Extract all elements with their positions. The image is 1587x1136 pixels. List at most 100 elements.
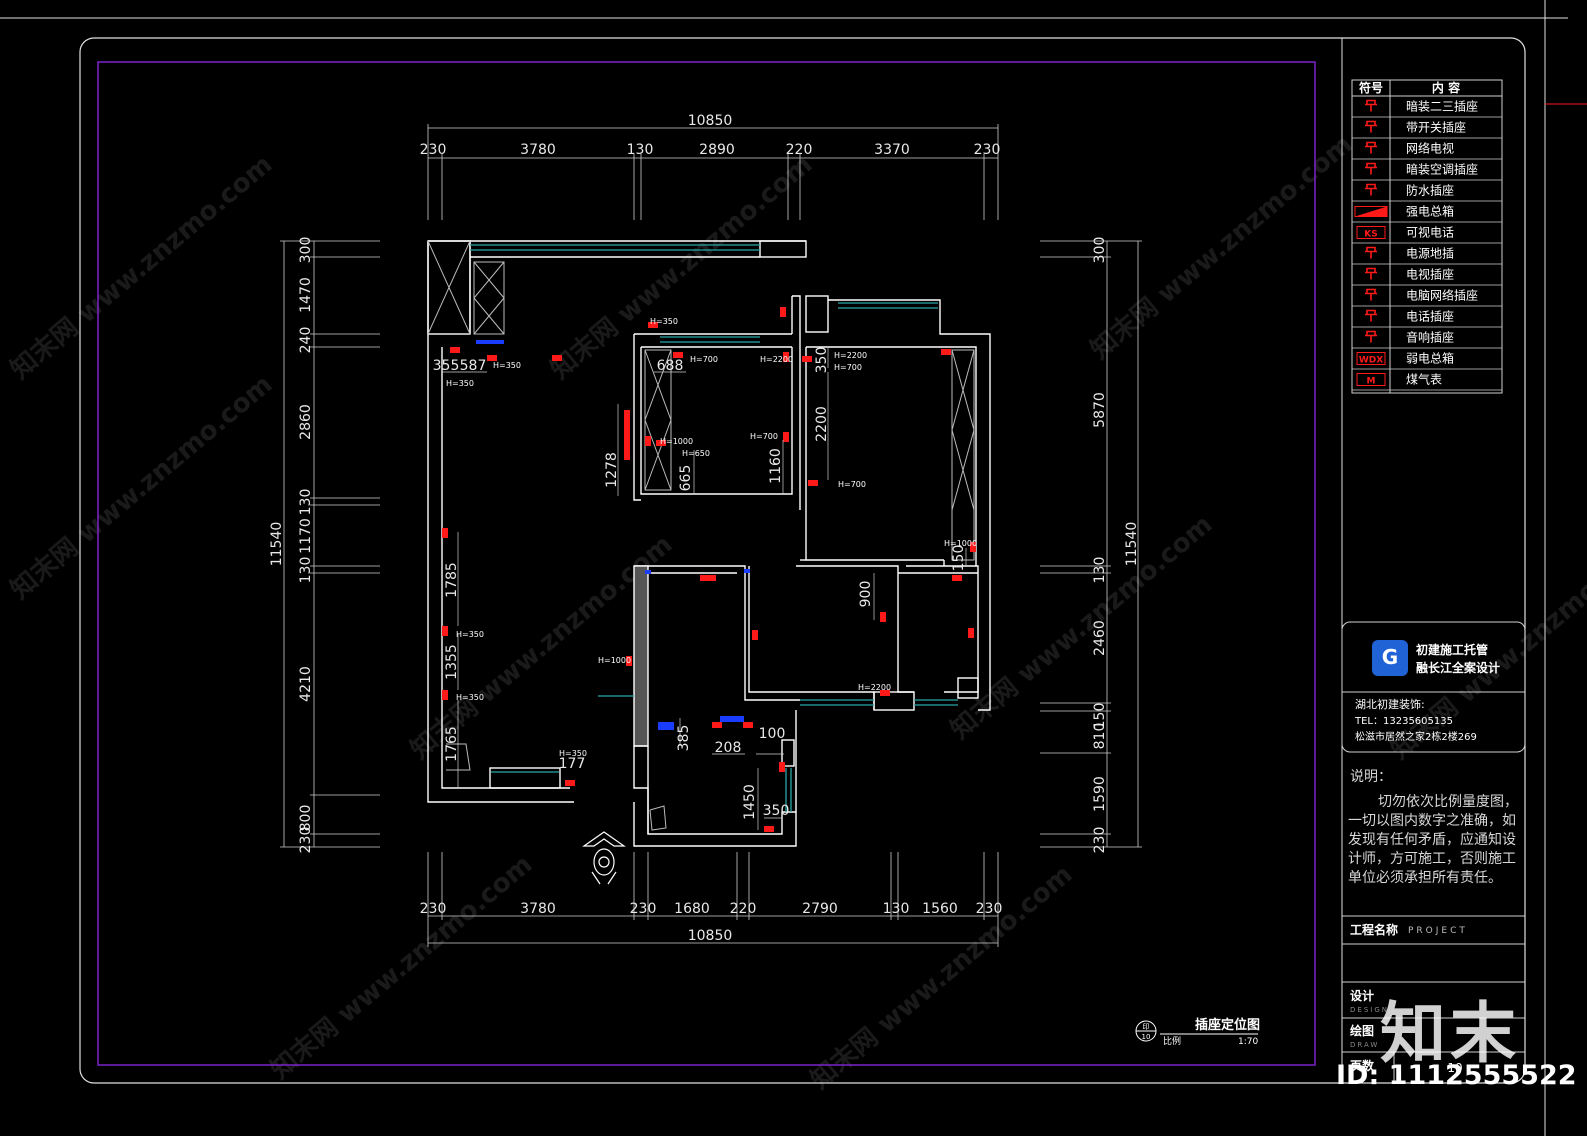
socket-height-label: H=700 (690, 355, 718, 364)
legend-row: 暗装空调插座 (1352, 162, 1502, 181)
legend-label: 弱电总箱 (1406, 351, 1454, 366)
dimension-label: 150 (1092, 703, 1108, 730)
socket-height-label: H=700 (750, 432, 778, 441)
dimension-label: 230 (420, 901, 447, 917)
legend-label: 带开关插座 (1406, 120, 1466, 135)
bottom-segment-labels: 230 3780 230 1680 220 2790 130 1560 230 (420, 901, 1003, 917)
legend-row: 带开关插座 (1352, 120, 1502, 139)
dimension-label: 230 (630, 901, 657, 917)
socket-icon (780, 307, 786, 317)
legend-row: 网络电视 (1352, 141, 1502, 160)
dimension-label: 385 (676, 725, 692, 752)
dimension-label: 1590 (1092, 776, 1108, 812)
socket-height-label: H=350 (456, 693, 484, 702)
dimension-label: 2790 (802, 901, 838, 917)
image-id-label: ID: 1112555522 (1336, 1060, 1577, 1091)
legend-header-symbol: 符号 (1359, 80, 1383, 95)
socket-height-label: H=700 (838, 480, 866, 489)
watermark-text: 知末网 www.znzmo.com (545, 149, 818, 385)
socket-height-label: H=1000 (660, 437, 693, 446)
socket-icon (808, 480, 818, 486)
dimension-label: 208 (715, 740, 742, 756)
dimension-label: 1765 (444, 726, 460, 762)
phone-outlet-icon (1365, 309, 1377, 322)
dimension-label: 350 (814, 347, 830, 374)
watermark-text: 知末网 www.znzmo.com (5, 369, 278, 605)
project-en-label: PROJECT (1408, 926, 1468, 936)
watermark-text: 知末网 www.znzmo.com (805, 859, 1078, 1095)
socket-icon (783, 352, 789, 362)
note-line: 切勿依次比例量度图， (1378, 794, 1518, 810)
interior-dimension-labels: 355 587 688 1278 665 1160 350 2200 900 1… (433, 347, 967, 820)
note-line: 单位必须承担所有责任。 (1348, 870, 1502, 886)
dimension-label: 1170 (298, 518, 314, 554)
inner-frame (97, 61, 1316, 1066)
logo-line-2: 融长江全案设计 (1416, 660, 1500, 675)
socket-icon (752, 630, 758, 640)
video-phone-icon: KS (1356, 226, 1386, 240)
brand-watermark: 知末 (1380, 994, 1520, 1072)
dimension-label: 2200 (814, 406, 830, 442)
dimension-label: 130 (883, 901, 910, 917)
socket-height-label: H=1000 (944, 539, 977, 548)
dimension-label: 355 (433, 358, 460, 374)
note-line: 计师，方可施工，否则施工 (1348, 851, 1516, 867)
socket-icon (880, 612, 886, 622)
socket-icon (450, 347, 460, 353)
legend-row: 暗装二三插座 (1352, 99, 1502, 118)
socket-icon (764, 826, 774, 832)
socket-height-label: H=350 (650, 317, 678, 326)
title-block: G 初建施工托管 融长江全案设计 湖北初建装饰: TEL：13235605135… (1341, 621, 1526, 1083)
right-dimension-chain (1040, 240, 1142, 848)
dimension-label: 587 (460, 358, 487, 374)
socket-icon (880, 690, 890, 696)
watermark-layer: 知末网 www.znzmo.com 知末网 www.znzmo.com 知末网 … (5, 129, 1587, 1095)
socket-icon (442, 690, 448, 700)
socket-markers (442, 307, 976, 832)
scale-label: 比例 (1163, 1035, 1181, 1047)
dimension-label: 220 (730, 901, 757, 917)
top-segment-labels: 230 3780 130 2890 220 3370 230 (420, 142, 1001, 158)
socket-icon (487, 355, 497, 361)
note-line: 一切以图内数字之准确，如 (1348, 813, 1516, 829)
socket-icon (645, 436, 651, 446)
socket-height-label: H=350 (559, 749, 587, 758)
dimension-label: 665 (678, 465, 694, 492)
watermark-text: 知末网 www.znzmo.com (5, 149, 278, 385)
audio-outlet-icon (1365, 330, 1377, 343)
note-title: 说明： (1350, 769, 1392, 785)
dimension-label: 2460 (1092, 620, 1108, 656)
power-box-icon (1354, 206, 1388, 217)
dimension-label: 810 (1092, 723, 1108, 750)
project-label: 工程名称 (1350, 922, 1398, 937)
dimension-label: 350 (763, 803, 790, 819)
socket-icon (779, 762, 785, 772)
blue-accents (476, 340, 750, 730)
socket-icon (656, 440, 666, 446)
socket-icon (442, 528, 448, 538)
socket-icon (941, 349, 951, 355)
socket-icon (952, 575, 962, 581)
design-label: 设计 (1350, 988, 1374, 1003)
dimension-label: 1355 (444, 644, 460, 680)
draw-en-label: DRAW (1350, 1041, 1379, 1049)
company-address: 松滋市居然之家2栋2楼269 (1355, 730, 1477, 743)
right-segment-labels: 300 5870 130 2460 150 810 1590 230 (1092, 237, 1108, 854)
network-tv-icon (1365, 141, 1377, 154)
dimension-label: 177 (559, 756, 586, 772)
dimension-label: 1680 (674, 901, 710, 917)
legend-header-content: 内 容 (1432, 80, 1460, 95)
bottom-dimension-chain (427, 852, 999, 947)
dimension-label: 150 (951, 545, 967, 572)
dimension-label: 230 (976, 901, 1003, 917)
legend-tag: M (1367, 377, 1376, 387)
top-total-dimension: 10850 (688, 113, 733, 129)
window-lines (470, 244, 958, 812)
socket-icon (626, 656, 632, 666)
design-en-label: DESIGN (1350, 1006, 1389, 1014)
legend-row: 电脑网络插座 (1352, 288, 1502, 307)
dimension-label: 230 (974, 142, 1001, 158)
